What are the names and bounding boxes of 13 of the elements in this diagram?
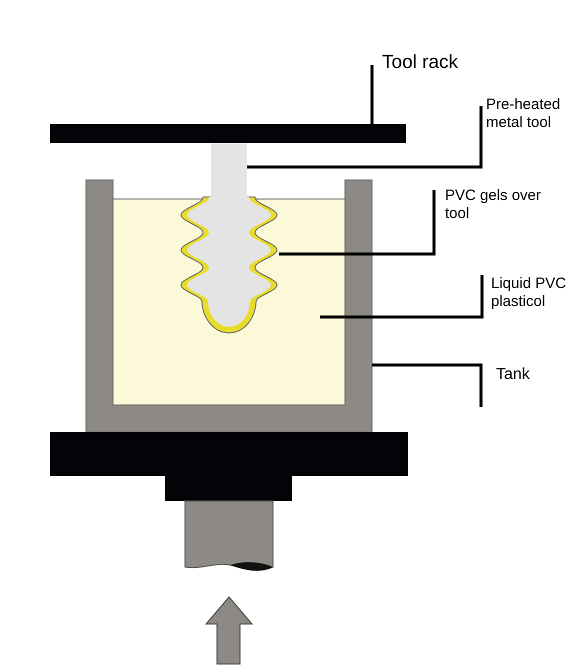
part-label: Liquid PVC plasticol <box>482 275 577 311</box>
tool-rack-bar <box>50 124 406 143</box>
leader-line <box>247 106 482 168</box>
leader-line <box>372 364 482 407</box>
part-label: Tool rack <box>372 52 492 75</box>
part-label: PVC gels over tool <box>434 187 544 223</box>
part-label: Pre-heated metal tool <box>481 96 577 132</box>
leader-line <box>370 65 374 126</box>
leader-line <box>279 190 436 256</box>
tank <box>86 180 372 432</box>
metal-tool <box>187 143 271 327</box>
leader-line <box>320 275 484 318</box>
part-label: Tank <box>481 365 551 384</box>
